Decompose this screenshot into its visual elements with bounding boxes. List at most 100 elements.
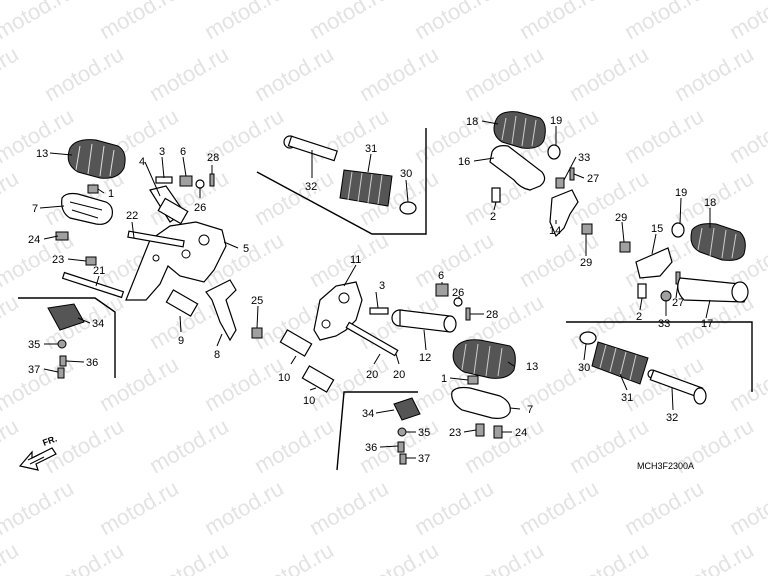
- left-pad-34: [47, 303, 85, 331]
- left-bolt-37: [57, 367, 65, 379]
- right-pin-27: [569, 167, 575, 181]
- callout-2: 2: [490, 211, 496, 223]
- center-cover-7: [451, 386, 511, 419]
- watermark-text: motod.ru: [410, 0, 498, 44]
- callout-20b: 20: [393, 369, 405, 381]
- callout-24: 24: [28, 234, 40, 246]
- callout-24b: 24: [515, 427, 527, 439]
- watermark-text: motod.ru: [410, 475, 498, 540]
- callout-26: 26: [194, 202, 206, 214]
- right-ring-30: [579, 331, 597, 345]
- callout-29b: 29: [615, 212, 627, 224]
- watermark-text: motod.ru: [355, 537, 443, 576]
- watermark-text: motod.ru: [0, 41, 23, 106]
- watermark-text: motod.ru: [670, 537, 758, 576]
- watermark-text: motod.ru: [725, 0, 768, 44]
- diagram-code: MCH3F2300A: [637, 461, 694, 471]
- watermark-text: motod.ru: [0, 165, 23, 230]
- watermark-text: motod.ru: [40, 413, 128, 478]
- center-bolt-24: [493, 425, 503, 439]
- callout-9: 9: [178, 335, 184, 347]
- watermark-text: motod.ru: [410, 103, 498, 168]
- center-pad-34: [393, 397, 421, 421]
- top-pivot-pin-32: [283, 135, 338, 162]
- callout-20: 20: [366, 369, 378, 381]
- callout-27b: 27: [672, 297, 684, 309]
- left-pin-28: [209, 173, 215, 187]
- left-step-bar: [149, 185, 189, 225]
- left-nut-1: [87, 184, 99, 194]
- right-rubber-31: [591, 341, 649, 385]
- callout-15: 15: [651, 223, 663, 235]
- center-washer-26: [453, 297, 463, 307]
- right-bolt-29: [581, 223, 593, 235]
- left-bolt-23: [85, 256, 97, 266]
- callout-21: 21: [93, 265, 105, 277]
- right-washer-33: [660, 290, 672, 302]
- right-ring-19: [547, 144, 561, 160]
- callout-28b: 28: [486, 309, 498, 321]
- callout-36b: 36: [365, 442, 377, 454]
- left-washer-35: [57, 339, 67, 349]
- watermark-text: motod.ru: [670, 41, 758, 106]
- callout-32: 32: [305, 181, 317, 193]
- center-nut-1: [467, 375, 479, 385]
- watermark-text: motod.ru: [0, 537, 23, 576]
- callout-31b: 31: [621, 392, 633, 404]
- callout-37b: 37: [418, 453, 430, 465]
- watermark-text: motod.ru: [565, 165, 653, 230]
- callout-26b: 26: [452, 287, 464, 299]
- callout-2b: 2: [636, 311, 642, 323]
- left-collar-9: [165, 289, 199, 317]
- watermark-text: motod.ru: [95, 351, 183, 416]
- watermark-text: motod.ru: [515, 0, 603, 44]
- callout-13: 13: [36, 148, 48, 160]
- left-plate-8: [205, 279, 237, 342]
- top-ring-30: [399, 201, 417, 215]
- callout-8: 8: [214, 349, 220, 361]
- callout-30: 30: [400, 168, 412, 180]
- watermark-text: motod.ru: [725, 103, 768, 168]
- right-ring-19b: [671, 222, 685, 238]
- callout-13b: 13: [526, 361, 538, 373]
- callout-30b: 30: [578, 362, 590, 374]
- center-rubber-13: [452, 339, 516, 379]
- callout-4: 4: [139, 156, 145, 168]
- callout-7b: 7: [527, 404, 533, 416]
- watermark-text: motod.ru: [95, 475, 183, 540]
- watermark-text: motod.ru: [200, 0, 288, 44]
- center-bolt-37: [399, 453, 407, 465]
- watermark-text: motod.ru: [40, 537, 128, 576]
- right-pivot-pin-32: [647, 369, 707, 405]
- callout-27: 27: [587, 173, 599, 185]
- left-bolt-21: [61, 271, 125, 299]
- watermark-text: motod.ru: [250, 537, 338, 576]
- callout-28: 28: [207, 152, 219, 164]
- callout-7: 7: [32, 203, 38, 215]
- left-bolt-22: [127, 230, 185, 248]
- watermark-text: motod.ru: [40, 41, 128, 106]
- left-footpeg-cover: [61, 192, 113, 225]
- watermark-text: motod.ru: [620, 103, 708, 168]
- callout-32b: 32: [666, 412, 678, 424]
- center-bolt-20: [345, 321, 399, 357]
- callout-11: 11: [350, 254, 361, 266]
- watermark-text: motod.ru: [0, 475, 78, 540]
- callout-33b: 33: [658, 318, 670, 330]
- callout-35b: 35: [418, 427, 430, 439]
- watermark-text: motod.ru: [145, 41, 233, 106]
- watermark-text: motod.ru: [0, 289, 23, 354]
- left-collar-6: [179, 175, 193, 187]
- callout-35: 35: [28, 339, 40, 351]
- callout-19: 19: [550, 115, 562, 127]
- watermark-text: motod.ru: [305, 475, 393, 540]
- center-bolt-23: [475, 423, 485, 437]
- callout-1: 1: [108, 188, 114, 200]
- center-step-bar-12: [391, 309, 457, 333]
- callout-14: 14: [549, 225, 561, 237]
- watermark-text: motod.ru: [200, 475, 288, 540]
- callout-25: 25: [251, 295, 263, 307]
- right-bolt-2b: [637, 283, 647, 299]
- watermark-text: motod.ru: [565, 537, 653, 576]
